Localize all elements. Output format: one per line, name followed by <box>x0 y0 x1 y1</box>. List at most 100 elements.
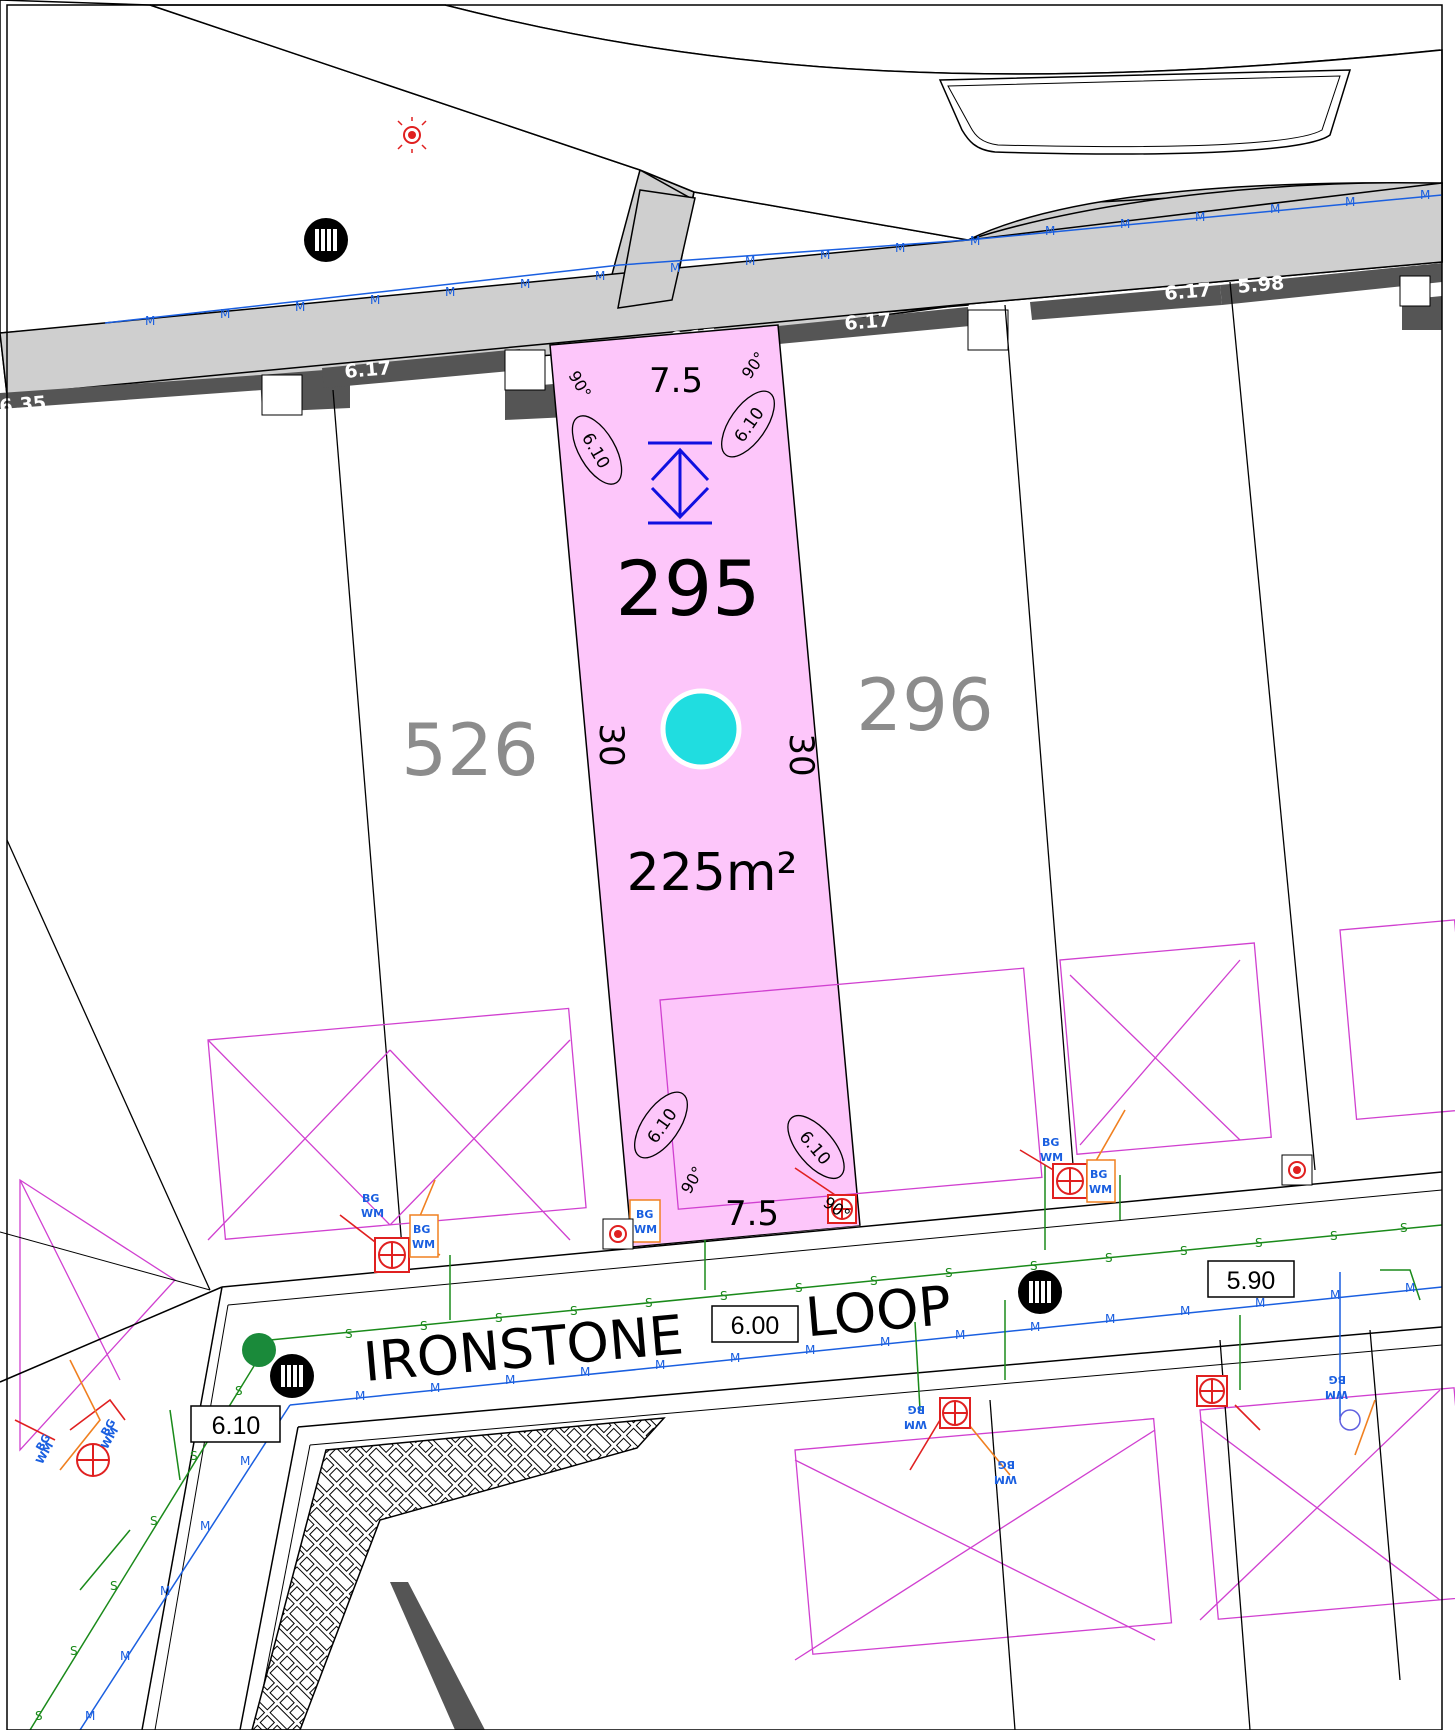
service-label: M <box>220 307 230 321</box>
service-label: M <box>445 285 455 299</box>
service-label: WM <box>1325 1388 1348 1401</box>
hydrant-icon <box>1196 1375 1228 1407</box>
streetlights <box>397 117 1313 1250</box>
service-label: WM <box>994 1473 1017 1486</box>
service-label: M <box>120 1649 130 1663</box>
service-label: M <box>805 1343 815 1357</box>
service-label: M <box>430 1381 440 1395</box>
lot-depth-right: 30 <box>781 733 821 776</box>
service-label: M <box>1405 1281 1415 1295</box>
road-width-west: 6.10 <box>212 1412 261 1440</box>
service-label: M <box>1045 224 1055 238</box>
service-label: S <box>795 1281 803 1295</box>
service-label: S <box>1105 1251 1113 1265</box>
service-label: M <box>240 1454 250 1468</box>
hydrant-icon <box>374 1237 410 1273</box>
service-label: M <box>1105 1312 1115 1326</box>
streetlight-icon <box>602 1218 634 1250</box>
service-label: BG <box>413 1223 430 1236</box>
service-label: S <box>150 1514 158 1528</box>
service-label: S <box>720 1289 728 1303</box>
service-label: M <box>880 1335 890 1349</box>
service-label: M <box>200 1519 210 1533</box>
service-label: BG <box>998 1458 1015 1471</box>
laneway-label-e: 5.98 <box>1237 272 1286 298</box>
road-width-labels: 6.00 5.90 6.10 <box>190 1260 1295 1443</box>
streetlight-icon <box>1281 1154 1313 1186</box>
service-label: M <box>1180 1304 1190 1318</box>
service-label: BG <box>1090 1168 1107 1181</box>
service-label: M <box>85 1709 95 1723</box>
telecom-pit-icon <box>304 218 348 262</box>
telecom-pit-icon <box>1018 1270 1062 1314</box>
service-label: S <box>420 1319 428 1333</box>
service-label: BG <box>908 1403 925 1416</box>
service-label: WM <box>361 1207 384 1220</box>
service-label: S <box>35 1709 43 1723</box>
service-label: M <box>955 1328 965 1342</box>
service-label: S <box>870 1274 878 1288</box>
service-label: M <box>655 1358 665 1372</box>
service-label: M <box>370 293 380 307</box>
service-label: M <box>1330 1288 1340 1302</box>
hydrant-icon <box>76 1443 110 1477</box>
service-label: M <box>145 314 155 328</box>
service-label: M <box>1120 217 1130 231</box>
hydrant-symbols <box>76 1163 1228 1477</box>
service-label: M <box>520 277 530 291</box>
ironstone-loop-road <box>0 1170 1443 1730</box>
service-label: M <box>745 254 755 268</box>
service-label: S <box>570 1304 578 1318</box>
service-label: WM <box>904 1418 927 1431</box>
service-label: M <box>1195 210 1205 224</box>
service-label: BG <box>1329 1373 1346 1386</box>
service-label: S <box>110 1579 118 1593</box>
water-line-laneway <box>104 194 1443 324</box>
laneway-label-c: 6.17 <box>344 357 393 383</box>
service-label: S <box>495 1311 503 1325</box>
service-label: S <box>70 1644 78 1658</box>
service-label: M <box>595 269 605 283</box>
double-arrow-icon <box>648 441 712 525</box>
power-pillar-icon <box>1339 1409 1361 1431</box>
service-label: M <box>160 1584 170 1598</box>
service-label: M <box>355 1389 365 1403</box>
paved-crossover <box>251 1417 666 1730</box>
road-width-east: 5.90 <box>1227 1267 1276 1295</box>
service-label: BG <box>362 1192 379 1205</box>
street-name-suffix: LOOP <box>803 1274 954 1349</box>
service-label: S <box>1180 1244 1188 1258</box>
service-label: S <box>345 1327 353 1341</box>
service-label: M <box>1270 202 1280 216</box>
lot-marker[interactable] <box>660 688 742 770</box>
service-label: M <box>295 300 305 314</box>
hydrant-icon <box>827 1194 857 1224</box>
hydrant-icon <box>1052 1163 1088 1199</box>
lot-frontage: 7.5 <box>649 361 703 401</box>
lot-area: 225m² <box>627 843 798 903</box>
service-label: M <box>970 234 980 248</box>
power-pillar-icon <box>242 1333 276 1367</box>
page-frame <box>6 4 1443 1730</box>
lot-number: 295 <box>615 544 760 633</box>
service-label: M <box>730 1351 740 1365</box>
service-label: M <box>1030 1320 1040 1334</box>
lot-depth-left: 30 <box>591 723 631 766</box>
service-label: WM <box>1040 1151 1063 1164</box>
service-label: WM <box>412 1238 435 1251</box>
bg-wm-labels: BG WM BG WM BG WM BG WM BG WM BG WM BG W… <box>33 1136 1348 1486</box>
neighbour-lot-left: 526 <box>401 708 538 792</box>
service-label: M <box>670 261 680 275</box>
telecom-pits <box>242 218 1361 1431</box>
laneway-label-b: 6.17 <box>844 309 893 335</box>
hydrant-icon <box>939 1397 971 1429</box>
service-label: S <box>1400 1221 1408 1235</box>
service-label: S <box>235 1384 243 1398</box>
service-label: M <box>1255 1296 1265 1310</box>
neighbour-lot-right: 296 <box>856 663 993 747</box>
service-label: S <box>190 1449 198 1463</box>
service-label: S <box>1030 1259 1038 1273</box>
water-line-road <box>79 1272 1443 1730</box>
service-label: M <box>1345 195 1355 209</box>
